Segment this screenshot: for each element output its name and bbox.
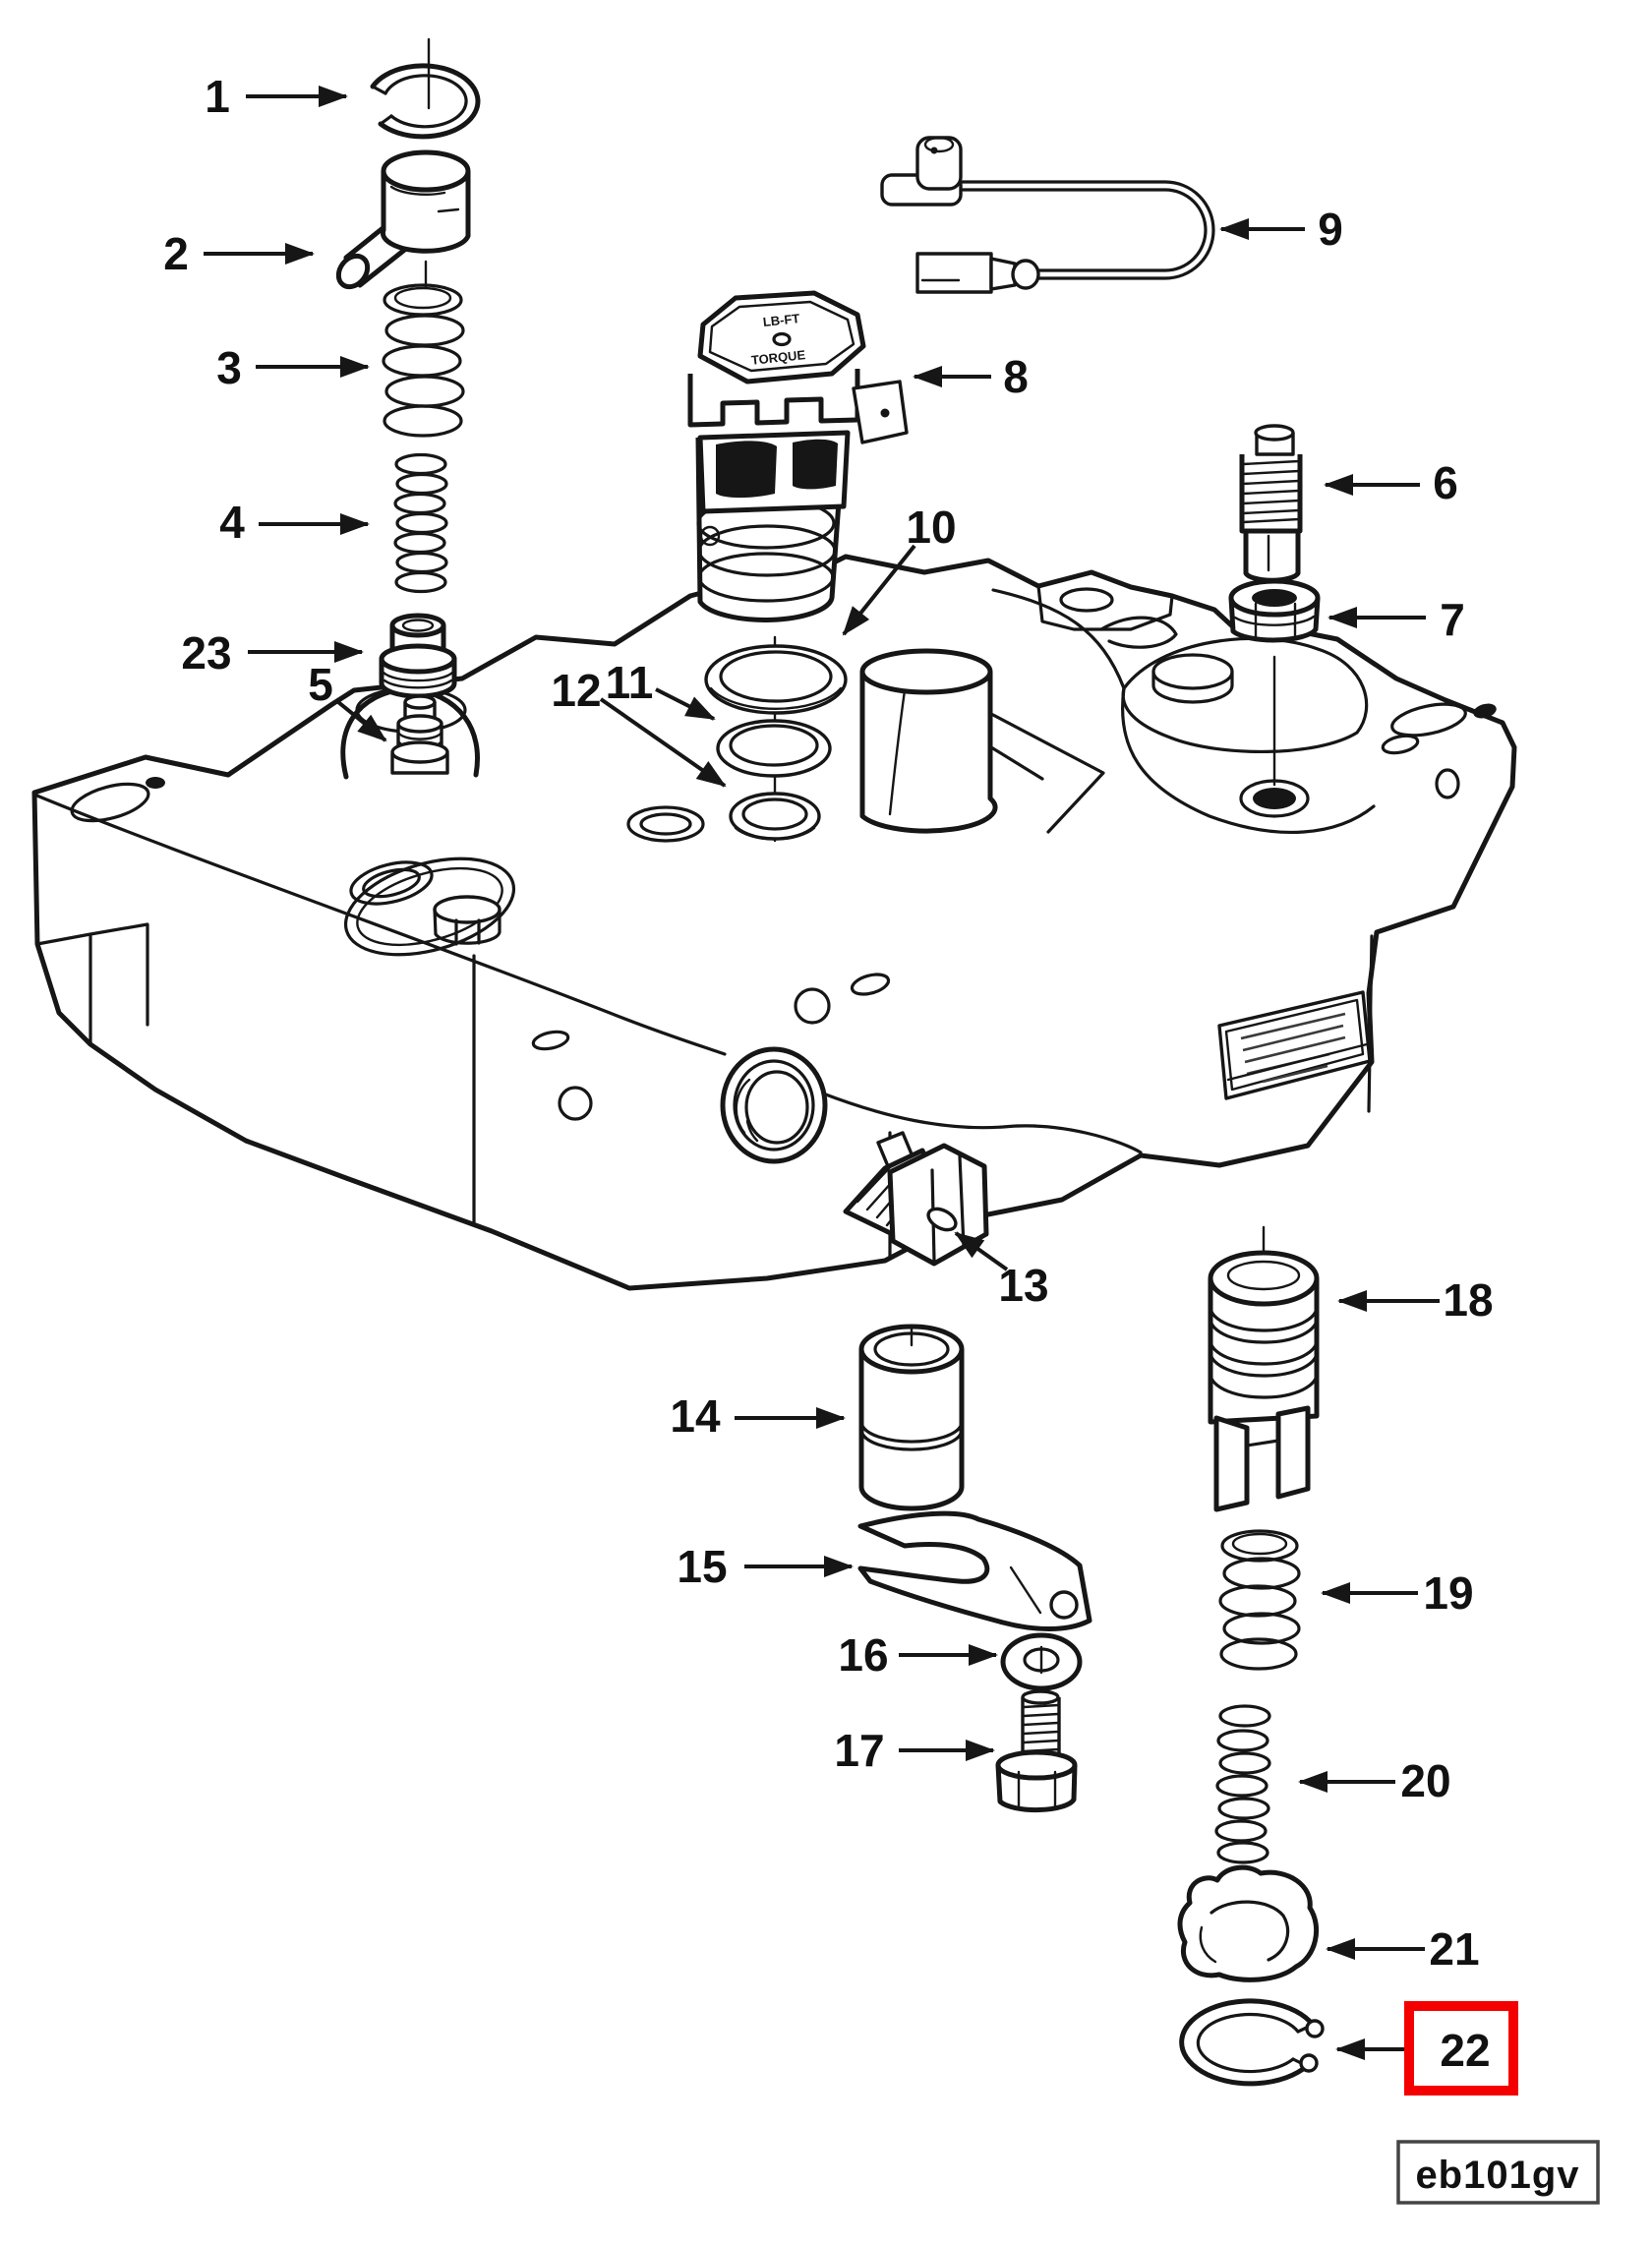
part-14-plug <box>858 1324 965 1511</box>
part-16-washer <box>1000 1632 1083 1691</box>
cap-text-line2: TORQUE <box>750 347 806 368</box>
callout-3[interactable]: 3 <box>216 342 370 393</box>
callout-6-label[interactable]: 6 <box>1433 457 1458 508</box>
part-15-fork-clip <box>857 1510 1092 1631</box>
callout-6[interactable]: 6 <box>1324 457 1458 508</box>
stud-boss-pad <box>1121 636 1369 818</box>
callout-15-label[interactable]: 15 <box>677 1541 727 1592</box>
part-9-wire-lead <box>880 136 1215 294</box>
top-face-holes <box>70 702 1497 1121</box>
part-2-cap <box>335 149 471 290</box>
callout-18-label[interactable]: 18 <box>1443 1274 1493 1326</box>
callout-13-label[interactable]: 13 <box>998 1260 1048 1311</box>
callout-18[interactable]: 18 <box>1337 1274 1494 1326</box>
part-1-retaining-ring <box>370 37 481 140</box>
figure-code-box: eb101gv <box>1396 2140 1600 2205</box>
callout-4-label[interactable]: 4 <box>219 497 245 548</box>
callout-7[interactable]: 7 <box>1328 594 1465 645</box>
callout-19[interactable]: 19 <box>1321 1567 1474 1619</box>
nut-pad <box>343 856 516 957</box>
part-23-fitting <box>379 613 457 699</box>
callout-8-label[interactable]: 8 <box>1003 351 1029 402</box>
part-5-valve <box>390 694 449 775</box>
callout-2-label[interactable]: 2 <box>163 228 189 279</box>
callout-17[interactable]: 17 <box>834 1725 995 1776</box>
callout-14[interactable]: 14 <box>670 1390 846 1442</box>
callout-22[interactable]: 22 <box>1335 2001 1518 2096</box>
callout-5-label[interactable]: 5 <box>308 659 333 710</box>
part-20-spring <box>1214 1704 1271 1864</box>
cap-text-line1: LB-FT <box>762 311 800 329</box>
part-7-nut <box>1228 578 1321 643</box>
small-port <box>626 805 705 843</box>
callout-19-label[interactable]: 19 <box>1423 1567 1473 1619</box>
figure-code-text: eb101gv <box>1415 2154 1579 2197</box>
callout-9-label[interactable]: 9 <box>1318 204 1343 255</box>
callout-20[interactable]: 20 <box>1298 1755 1451 1806</box>
part-12-seal-seat <box>729 792 821 841</box>
part-17-bolt <box>995 1687 1078 1813</box>
sensor-port <box>720 1046 828 1164</box>
callout-22-label[interactable]: 22 <box>1440 2025 1490 2076</box>
part-3-spring <box>382 283 465 438</box>
mounting-ear <box>1036 570 1178 649</box>
part-21-retainer <box>1177 1864 1320 1982</box>
part-8-solenoid: LB-FT TORQUE <box>687 290 909 622</box>
callout-12[interactable]: 12 <box>551 665 727 788</box>
callout-10[interactable]: 10 <box>842 502 957 636</box>
callout-8[interactable]: 8 <box>913 351 1029 402</box>
callout-10-label[interactable]: 10 <box>906 502 956 553</box>
callout-23-label[interactable]: 23 <box>181 627 231 679</box>
callout-23[interactable]: 23 <box>181 627 364 679</box>
callout-1[interactable]: 1 <box>205 71 348 122</box>
callout-3-label[interactable]: 3 <box>216 342 242 393</box>
callout-14-label[interactable]: 14 <box>670 1390 721 1442</box>
data-plate <box>1217 990 1372 1100</box>
fixed-hex-nut <box>433 895 502 946</box>
part-10-seal-ring <box>704 635 848 843</box>
callout-20-label[interactable]: 20 <box>1400 1755 1450 1806</box>
callout-15[interactable]: 15 <box>677 1541 854 1592</box>
callout-11-label[interactable]: 11 <box>606 657 654 708</box>
part-11-seal-ring <box>716 719 832 778</box>
highlight-box-22 <box>1404 2001 1518 2096</box>
part-6-stud <box>1239 424 1303 583</box>
callout-21[interactable]: 21 <box>1326 1923 1480 1975</box>
callouts: 1 2 3 4 23 5 6 7 <box>163 71 1518 2096</box>
callout-11[interactable]: 11 <box>606 657 716 721</box>
callout-21-label[interactable]: 21 <box>1429 1923 1479 1975</box>
callout-4[interactable]: 4 <box>219 497 370 548</box>
part-4-spring <box>393 452 448 594</box>
callout-9[interactable]: 9 <box>1219 204 1343 255</box>
callout-1-label[interactable]: 1 <box>205 71 230 122</box>
spade-terminal <box>915 252 1040 294</box>
part-18-piston <box>1208 1225 1320 1512</box>
callout-16-label[interactable]: 16 <box>838 1629 888 1681</box>
callout-16[interactable]: 16 <box>838 1629 998 1681</box>
callout-17-label[interactable]: 17 <box>834 1725 884 1776</box>
part-22-snap-ring <box>1179 1998 1325 2087</box>
callout-12-label[interactable]: 12 <box>551 665 601 716</box>
callout-5[interactable]: 5 <box>308 659 387 742</box>
part-19-spring <box>1218 1529 1301 1671</box>
callout-13[interactable]: 13 <box>954 1231 1049 1311</box>
callout-2[interactable]: 2 <box>163 228 315 279</box>
callout-7-label[interactable]: 7 <box>1440 594 1465 645</box>
center-tower <box>859 648 1105 834</box>
